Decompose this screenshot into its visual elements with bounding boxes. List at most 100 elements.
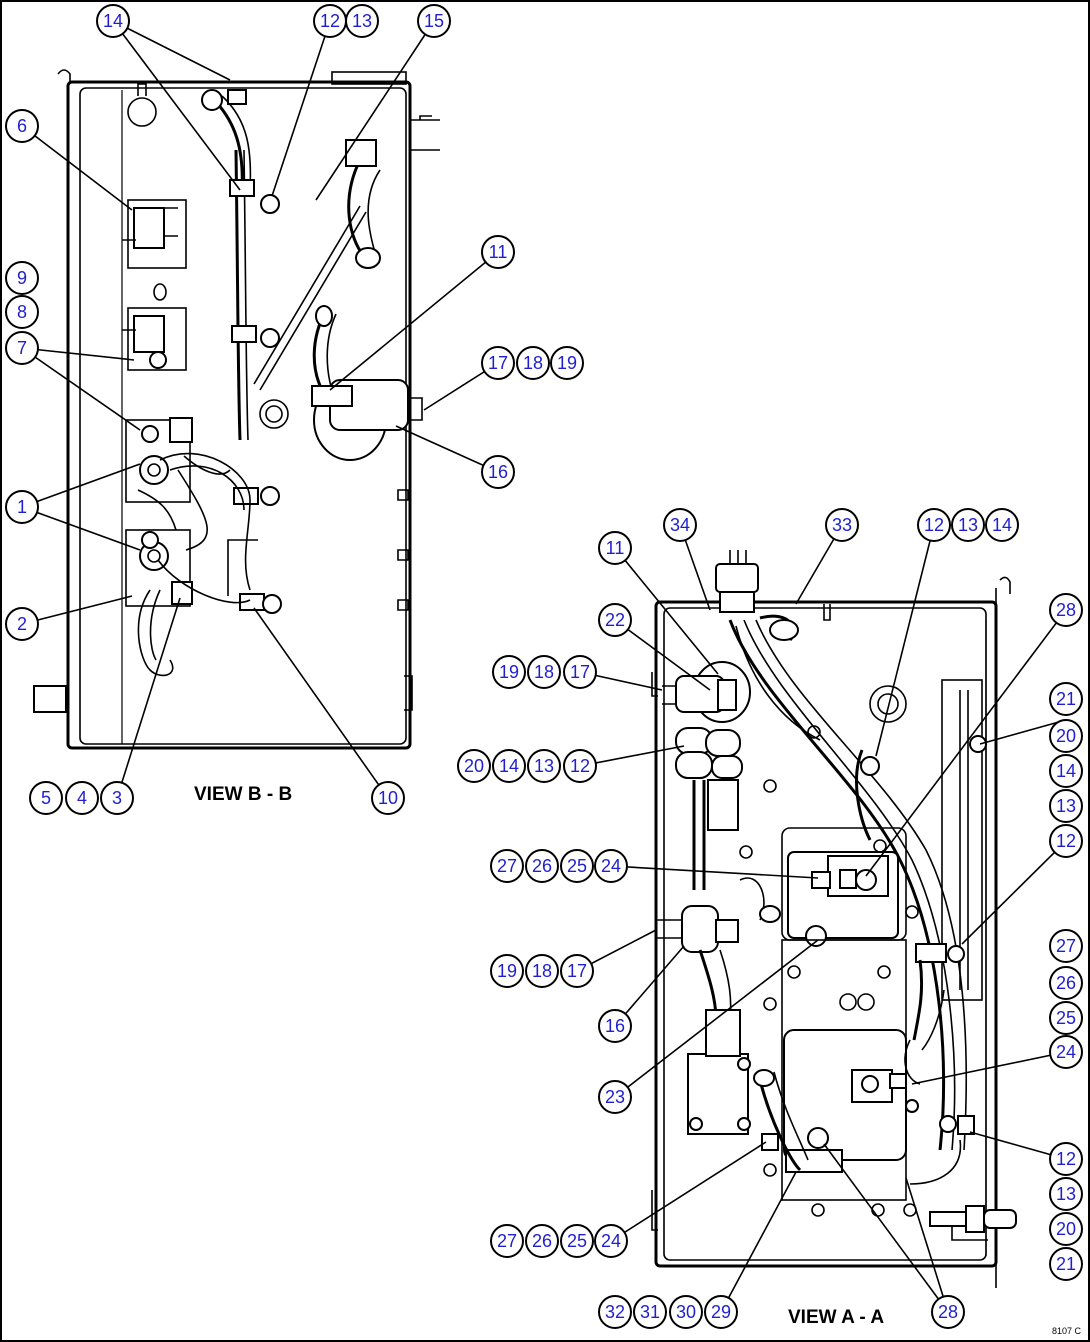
callout-circle	[345, 4, 379, 38]
callout-circle	[5, 295, 39, 329]
callout-18: 18	[516, 346, 550, 380]
callout-number: 10	[378, 788, 398, 808]
callout-circle	[492, 655, 526, 689]
callout-20: 20	[1049, 719, 1083, 753]
callout-circle	[481, 235, 515, 269]
callout-number: 17	[488, 353, 508, 373]
callout-circle	[704, 1295, 738, 1329]
callout-circle	[490, 849, 524, 883]
callout-number: 1	[17, 497, 27, 517]
callout-number: 6	[17, 116, 27, 136]
callout-circle	[5, 331, 39, 365]
callout-circle	[931, 1295, 965, 1329]
callout-2: 2	[5, 607, 39, 641]
callout-12: 12	[1049, 824, 1083, 858]
callout-number: 31	[640, 1302, 660, 1322]
callout-circle	[417, 4, 451, 38]
view-b-panel	[33, 69, 440, 750]
callout-circle	[560, 1224, 594, 1258]
callout-25: 25	[560, 1224, 594, 1258]
callout-12: 12	[1049, 1142, 1083, 1176]
callout-number: 26	[532, 1231, 552, 1251]
callout-24: 24	[594, 1224, 628, 1258]
view-b-label: VIEW B - B	[194, 784, 292, 805]
callout-circle	[1049, 966, 1083, 1000]
callout-circle	[598, 1080, 632, 1114]
callout-number: 24	[1056, 1042, 1076, 1062]
callout-number: 18	[532, 961, 552, 981]
callout-14: 14	[492, 749, 526, 783]
callout-circle	[29, 781, 63, 815]
callout-circle	[100, 781, 134, 815]
callout-circle	[65, 781, 99, 815]
callout-circle	[669, 1295, 703, 1329]
callout-circle	[96, 4, 130, 38]
callout-4: 4	[65, 781, 99, 815]
callout-number: 34	[670, 515, 690, 535]
callout-number: 5	[41, 788, 51, 808]
callout-number: 27	[497, 856, 517, 876]
callout-number: 13	[958, 515, 978, 535]
callout-circle	[490, 1224, 524, 1258]
callout-16: 16	[481, 455, 515, 489]
callout-27: 27	[490, 1224, 524, 1258]
callout-circle	[5, 109, 39, 143]
callout-number: 12	[1056, 1149, 1076, 1169]
callout-circle	[457, 749, 491, 783]
callout-34: 34	[663, 508, 697, 542]
callout-number: 15	[424, 11, 444, 31]
callout-number: 27	[1056, 936, 1076, 956]
callout-26: 26	[1049, 966, 1083, 1000]
drawing-code: 8107 C	[1052, 1326, 1082, 1336]
callout-19: 19	[490, 954, 524, 988]
callout-circle	[1049, 682, 1083, 716]
callout-number: 11	[489, 242, 508, 262]
callout-number: 13	[1056, 796, 1076, 816]
callout-number: 25	[567, 856, 587, 876]
callout-12: 12	[563, 749, 597, 783]
callout-13: 13	[1049, 789, 1083, 823]
callout-17: 17	[560, 954, 594, 988]
callout-22: 22	[598, 603, 632, 637]
callout-18: 18	[525, 954, 559, 988]
callout-32: 32	[598, 1295, 632, 1329]
callout-25: 25	[560, 849, 594, 883]
callout-circle	[5, 607, 39, 641]
callout-circle	[1049, 1177, 1083, 1211]
callout-10: 10	[371, 781, 405, 815]
callout-circle	[917, 508, 951, 542]
callout-number: 25	[567, 1231, 587, 1251]
callout-11: 11	[598, 531, 632, 565]
callout-circle	[1049, 754, 1083, 788]
callout-27: 27	[1049, 929, 1083, 963]
callout-number: 22	[605, 610, 625, 630]
callout-13: 13	[1049, 1177, 1083, 1211]
callout-20: 20	[457, 749, 491, 783]
callout-17: 17	[481, 346, 515, 380]
callout-3: 3	[100, 781, 134, 815]
callout-14: 14	[1049, 754, 1083, 788]
callout-number: 28	[1056, 600, 1076, 620]
callout-circle	[563, 655, 597, 689]
callout-circle	[663, 508, 697, 542]
callout-number: 30	[676, 1302, 696, 1322]
callout-16: 16	[598, 1009, 632, 1043]
callout-26: 26	[525, 849, 559, 883]
callout-19: 19	[550, 346, 584, 380]
callout-circle	[951, 508, 985, 542]
callout-12: 12	[313, 4, 347, 38]
callout-number: 14	[499, 756, 519, 776]
callout-number: 27	[497, 1231, 517, 1251]
callout-circle	[985, 508, 1019, 542]
callout-number: 18	[523, 353, 543, 373]
view-a-panel	[651, 550, 1017, 1288]
callout-17: 17	[563, 655, 597, 689]
callout-5: 5	[29, 781, 63, 815]
callout-20: 20	[1049, 1212, 1083, 1246]
callout-number: 11	[606, 538, 625, 558]
callout-circle	[481, 455, 515, 489]
